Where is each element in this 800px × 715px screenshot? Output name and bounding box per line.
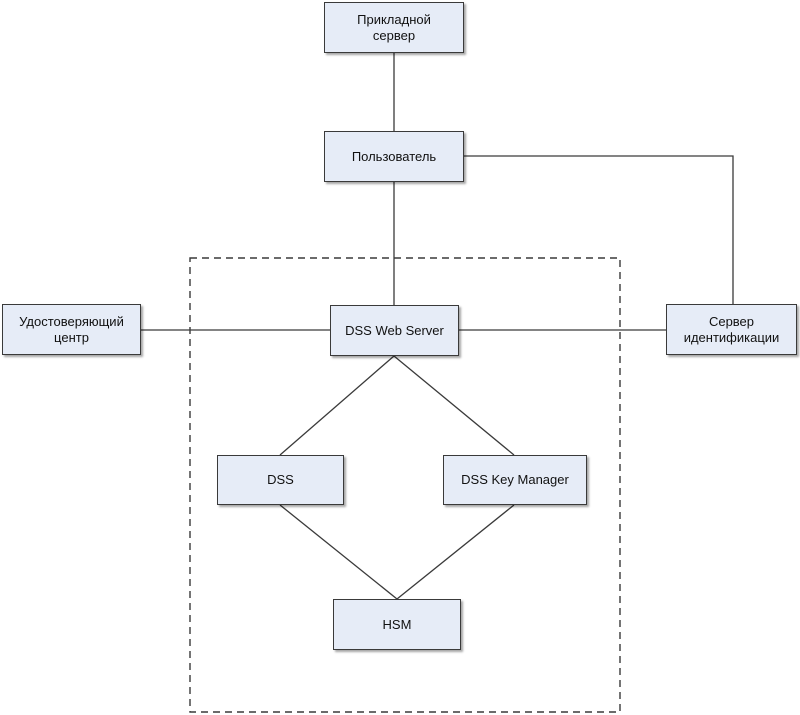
edge-dss-hsm [279,504,398,600]
edge-user-id-server [463,155,734,304]
key-manager-node: DSS Key Manager [443,455,587,505]
edge-web-server-key-manager [393,355,515,456]
dss-node: DSS [217,455,344,505]
hsm-node: HSM [333,599,461,650]
user-node: Пользователь [324,131,464,182]
id-server-node: Сервер идентификации [666,304,797,355]
edge-web-server-dss [279,355,395,456]
edge-key-manager-hsm [396,504,515,600]
cert-authority-node: Удостоверяющий центр [2,304,141,355]
web-server-node: DSS Web Server [330,305,459,356]
dss-boundary [189,257,621,713]
app-server-node: Прикладной сервер [324,2,464,53]
